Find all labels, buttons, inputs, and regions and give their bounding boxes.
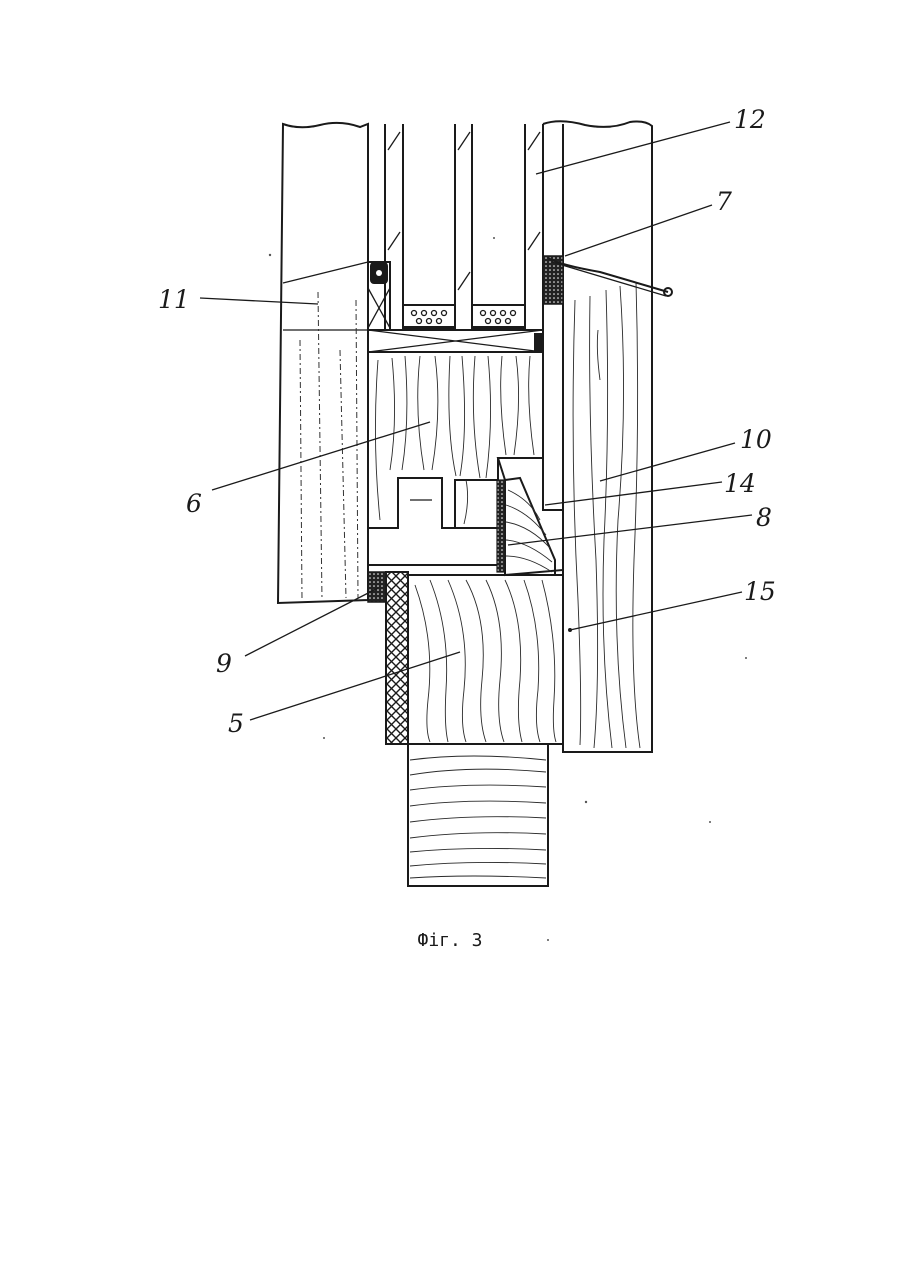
callout-8: 8 — [756, 503, 772, 532]
left-frame-part-11 — [278, 123, 368, 603]
lower-beam — [408, 744, 548, 886]
seal-9 — [368, 572, 386, 602]
callout-labels: 12 7 11 10 6 14 8 15 9 5 — [158, 105, 776, 738]
callout-5: 5 — [228, 709, 244, 738]
callout-10: 10 — [740, 425, 772, 454]
figure-caption: Фіг. 3 — [417, 930, 482, 951]
callout-12: 12 — [734, 105, 766, 134]
callout-15: 15 — [744, 577, 776, 606]
scan-specks — [269, 237, 747, 941]
glazing-unit-12 — [368, 124, 543, 352]
callout-11: 11 — [158, 285, 190, 314]
callout-9: 9 — [216, 649, 232, 678]
marker-dot — [568, 628, 572, 632]
left-bead — [368, 262, 390, 330]
callout-14: 14 — [724, 469, 756, 498]
wedge-14 — [497, 458, 563, 575]
sill-board-5 — [408, 575, 563, 744]
callout-7: 7 — [716, 187, 732, 216]
hatched-strip — [386, 572, 408, 744]
callout-6: 6 — [186, 489, 202, 518]
tongue-block — [368, 478, 498, 565]
right-frame-part-10 — [543, 121, 652, 752]
sash-profile-6 — [368, 352, 543, 528]
